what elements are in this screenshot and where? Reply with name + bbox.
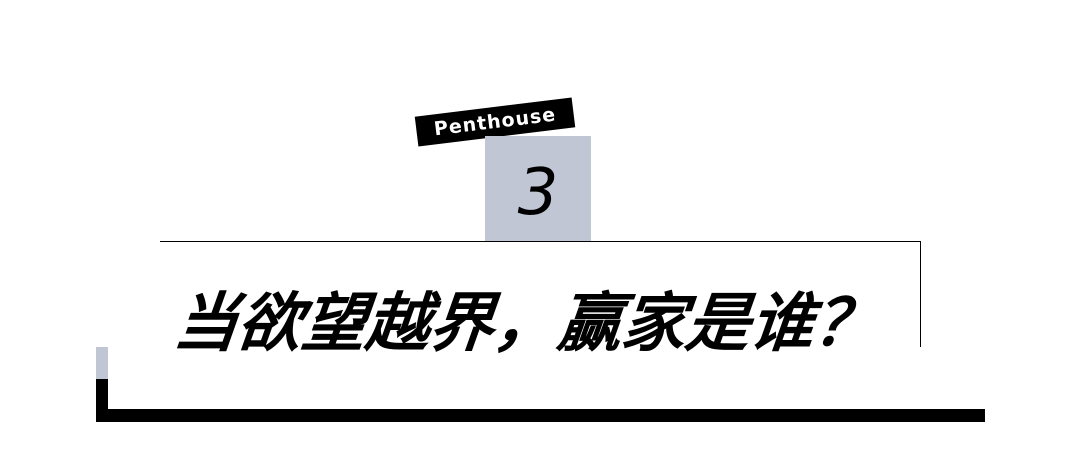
penthouse-tag-label: Penthouse xyxy=(432,103,558,141)
section-number: 3 xyxy=(517,156,559,230)
section-title: 当欲望越界，赢家是谁？ xyxy=(170,287,882,361)
section-number-box: 3 xyxy=(485,136,591,242)
accent-black-underline-bar xyxy=(96,409,985,422)
accent-gray-bar xyxy=(96,347,108,379)
frame-right-line xyxy=(920,241,921,347)
frame-top-line xyxy=(160,241,921,242)
